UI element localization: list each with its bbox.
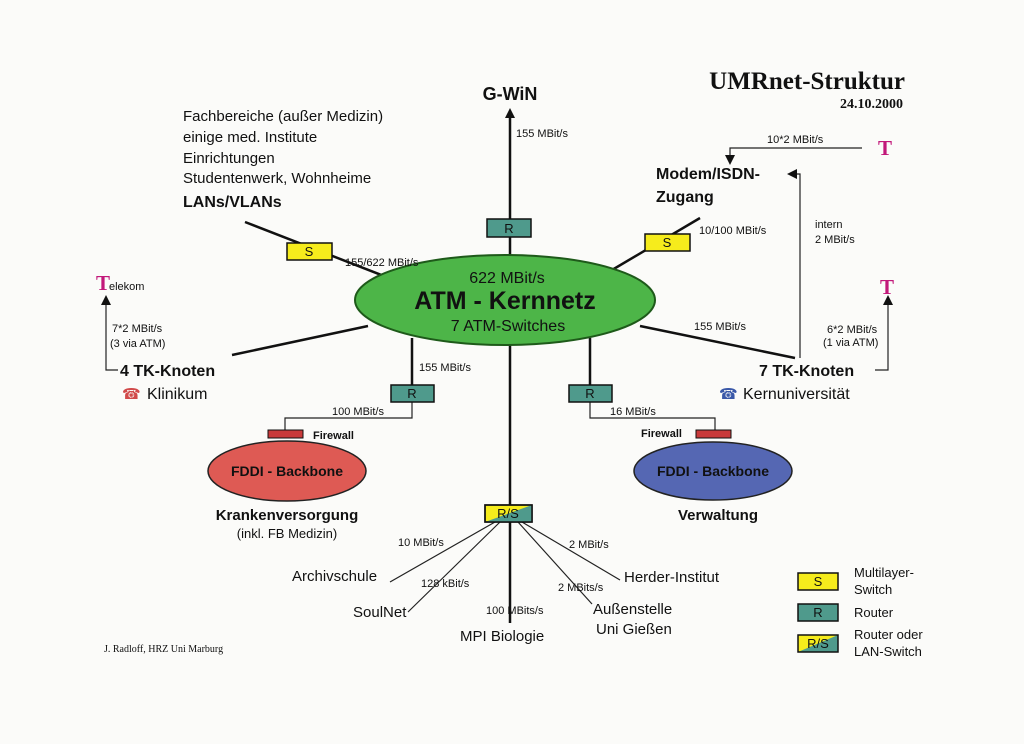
- right-router: R: [568, 384, 613, 403]
- link-modem-incoming: [725, 147, 862, 165]
- thin-lines: [101, 147, 893, 613]
- right-tk-link-2: (1 via ATM): [823, 337, 878, 349]
- phone-icon-left: ☎: [122, 386, 141, 403]
- svg-text:FDDI - Backbone: FDDI - Backbone: [657, 463, 769, 479]
- svg-text:R: R: [585, 386, 594, 401]
- phone-icon-right: ☎: [719, 386, 738, 403]
- right-tk-core-link: 155 MBit/s: [694, 321, 746, 333]
- core-name: ATM - Kernnetz: [414, 287, 595, 315]
- left-fddi-link: 100 MBit/s: [332, 406, 384, 418]
- modem-link: 10/100 MBit/s: [699, 225, 767, 237]
- diagram-date: 24.10.2000: [840, 97, 903, 112]
- right-fddi-ring: FDDI - Backbone: [633, 441, 793, 501]
- legend-item-router: R Router: [797, 603, 894, 622]
- mpi-link: 100 MBits/s: [486, 605, 544, 617]
- svg-text:R: R: [407, 386, 416, 401]
- svg-text:S: S: [814, 574, 823, 589]
- lans-line-1: Fachbereiche (außer Medizin): [183, 108, 383, 125]
- right-tk-site: Kernuniversität: [743, 386, 850, 403]
- intern-label-2: 2 MBit/s: [815, 234, 855, 246]
- svg-text:R/S: R/S: [807, 636, 829, 651]
- svg-text:R: R: [504, 221, 513, 236]
- link-core-right-tk: [639, 324, 796, 360]
- modem-incoming-link: 10*2 MBit/s: [767, 134, 824, 146]
- right-tk-label: 7 TK-Knoten: [759, 363, 854, 380]
- right-tk-link-1: 6*2 MBit/s: [827, 324, 878, 336]
- link-left-telekom: [101, 295, 118, 371]
- modem-label-2: Zugang: [656, 189, 714, 206]
- archivschule-label: Archivschule: [292, 568, 377, 585]
- legend-item-router-or-switch: R/S Router oder LAN-Switch: [797, 627, 923, 659]
- right-firewall: [695, 429, 732, 439]
- right-telekom-icon: T: [880, 275, 894, 299]
- left-tk-site: Klinikum: [147, 386, 207, 403]
- link-left-router-firewall: [284, 402, 413, 430]
- mpi-label: MPI Biologie: [460, 628, 544, 645]
- modem-switch: S: [644, 233, 691, 252]
- core-speed: 622 MBit/s: [469, 270, 545, 287]
- archivschule-link: 10 MBit/s: [398, 537, 444, 549]
- core-switches: 7 ATM-Switches: [451, 318, 565, 335]
- svg-text:S: S: [305, 244, 314, 259]
- lans-heading: LANs/VLANs: [183, 194, 282, 211]
- left-router-core-link: 155 MBit/s: [419, 362, 471, 374]
- link-core-left-tk: [231, 324, 369, 357]
- lans-line-4: Studentenwerk, Wohnheime: [183, 170, 371, 187]
- svg-text:R: R: [813, 605, 822, 620]
- lans-line-3: Einrichtungen: [183, 150, 275, 167]
- left-telekom-text: elekom: [109, 281, 144, 293]
- svg-text:LAN-Switch: LAN-Switch: [854, 644, 922, 659]
- left-fddi-sub: (inkl. FB Medizin): [237, 526, 337, 541]
- left-firewall: [267, 429, 304, 439]
- gwin-link: 155 MBit/s: [516, 128, 568, 140]
- legend: S Multilayer- Switch R Router R/S Router…: [797, 565, 923, 659]
- link-right-router-firewall: [589, 402, 716, 430]
- soulnet-link: 128 kBit/s: [421, 578, 470, 590]
- svg-text:Multilayer-: Multilayer-: [854, 565, 914, 580]
- left-telekom-icon: T: [96, 271, 110, 295]
- author-credit: J. Radloff, HRZ Uni Marburg: [104, 644, 223, 655]
- right-fddi-link: 16 MBit/s: [610, 406, 656, 418]
- left-tk-label: 4 TK-Knoten: [120, 363, 215, 380]
- link-intern: [787, 169, 801, 358]
- bottom-branches: 10 MBit/s Archivschule 128 kBit/s SoulNe…: [292, 537, 720, 645]
- right-fddi-name: Verwaltung: [678, 507, 758, 524]
- atm-core: 622 MBit/s ATM - Kernnetz 7 ATM-Switches: [354, 254, 656, 346]
- svg-text:R/S: R/S: [497, 506, 519, 521]
- gwin-label: G-WiN: [483, 84, 538, 104]
- lans-description: Fachbereiche (außer Medizin) einige med.…: [183, 108, 383, 187]
- herder-label: Herder-Institut: [624, 569, 720, 586]
- herder-link: 2 MBit/s: [569, 539, 609, 551]
- bottom-rs-device: R/S: [484, 504, 533, 523]
- lans-switch: S: [286, 242, 333, 261]
- lans-line-2: einige med. Institute: [183, 129, 317, 146]
- svg-text:Switch: Switch: [854, 582, 892, 597]
- left-fddi-name: Krankenversorgung: [216, 507, 359, 524]
- lans-link: 155/622 MBit/s: [345, 257, 419, 269]
- modem-telekom-icon: T: [878, 136, 892, 160]
- left-tk-link-1: 7*2 MBit/s: [112, 323, 163, 335]
- left-tk-link-2: (3 via ATM): [110, 338, 165, 350]
- svg-text:Router: Router: [854, 605, 894, 620]
- right-firewall-label: Firewall: [641, 428, 682, 440]
- left-router: R: [390, 384, 435, 403]
- left-fddi-ring: FDDI - Backbone: [207, 440, 367, 502]
- giessen-label-2: Uni Gießen: [596, 621, 672, 638]
- diagram-title: UMRnet-Struktur: [709, 68, 905, 95]
- soulnet-label: SoulNet: [353, 604, 407, 621]
- svg-text:S: S: [663, 235, 672, 250]
- link-right-telekom: [875, 295, 893, 371]
- modem-label-1: Modem/ISDN-: [656, 166, 760, 183]
- left-firewall-label: Firewall: [313, 430, 354, 442]
- svg-text:Router oder: Router oder: [854, 627, 923, 642]
- legend-item-switch: S Multilayer- Switch: [797, 565, 914, 597]
- svg-text:FDDI - Backbone: FDDI - Backbone: [231, 463, 343, 479]
- gwin-router: R: [486, 218, 532, 238]
- giessen-label-1: Außenstelle: [593, 601, 672, 618]
- giessen-link: 2 MBits/s: [558, 582, 604, 594]
- intern-label-1: intern: [815, 219, 843, 231]
